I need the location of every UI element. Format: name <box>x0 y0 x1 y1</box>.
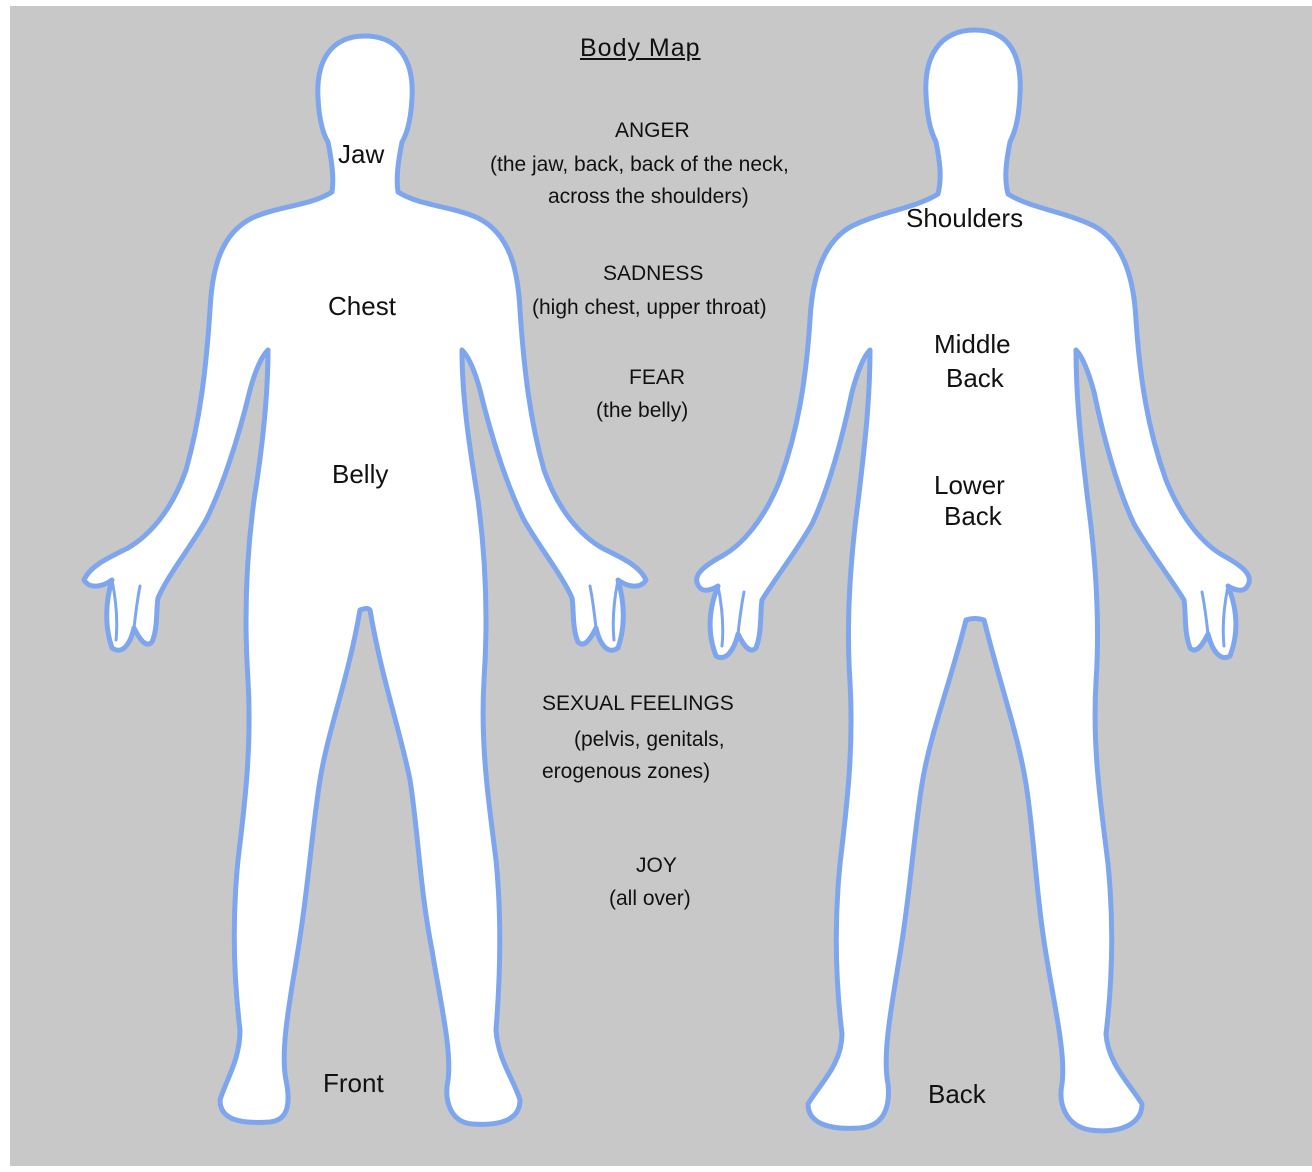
emotion-anger-desc-line2: across the shoulders) <box>548 183 749 210</box>
emotion-joy-desc-line1: (all over) <box>609 885 691 912</box>
emotion-sexual-feelings-desc-line1: (pelvis, genitals, <box>574 726 725 753</box>
emotion-sadness-desc-line1: (high chest, upper throat) <box>532 294 767 321</box>
label-shoulders: Shoulders <box>906 202 1023 236</box>
back-body-silhouette <box>697 30 1250 1131</box>
page-title: Body Map <box>580 32 701 65</box>
emotion-sexual-feelings-name: SEXUAL FEELINGS <box>542 690 734 717</box>
emotion-fear-name: FEAR <box>629 364 685 391</box>
label-middle-back-line2: Back <box>946 362 1004 396</box>
emotion-anger-desc-line1: (the jaw, back, back of the neck, <box>490 151 789 178</box>
emotion-sexual-feelings-desc-line2: erogenous zones) <box>542 758 710 785</box>
label-chest: Chest <box>328 290 396 324</box>
emotion-sadness-name: SADNESS <box>603 260 703 287</box>
label-middle-back-line1: Middle <box>934 328 1011 362</box>
emotion-anger-name: ANGER <box>615 117 690 144</box>
emotion-fear-desc-line1: (the belly) <box>596 397 688 424</box>
label-lower-back-line1: Lower <box>934 469 1005 503</box>
label-jaw: Jaw <box>338 138 384 172</box>
label-belly: Belly <box>332 458 388 492</box>
label-front-view: Front <box>323 1067 384 1101</box>
label-lower-back-line2: Back <box>944 500 1002 534</box>
emotion-joy-name: JOY <box>636 852 677 879</box>
label-back-view: Back <box>928 1078 986 1112</box>
